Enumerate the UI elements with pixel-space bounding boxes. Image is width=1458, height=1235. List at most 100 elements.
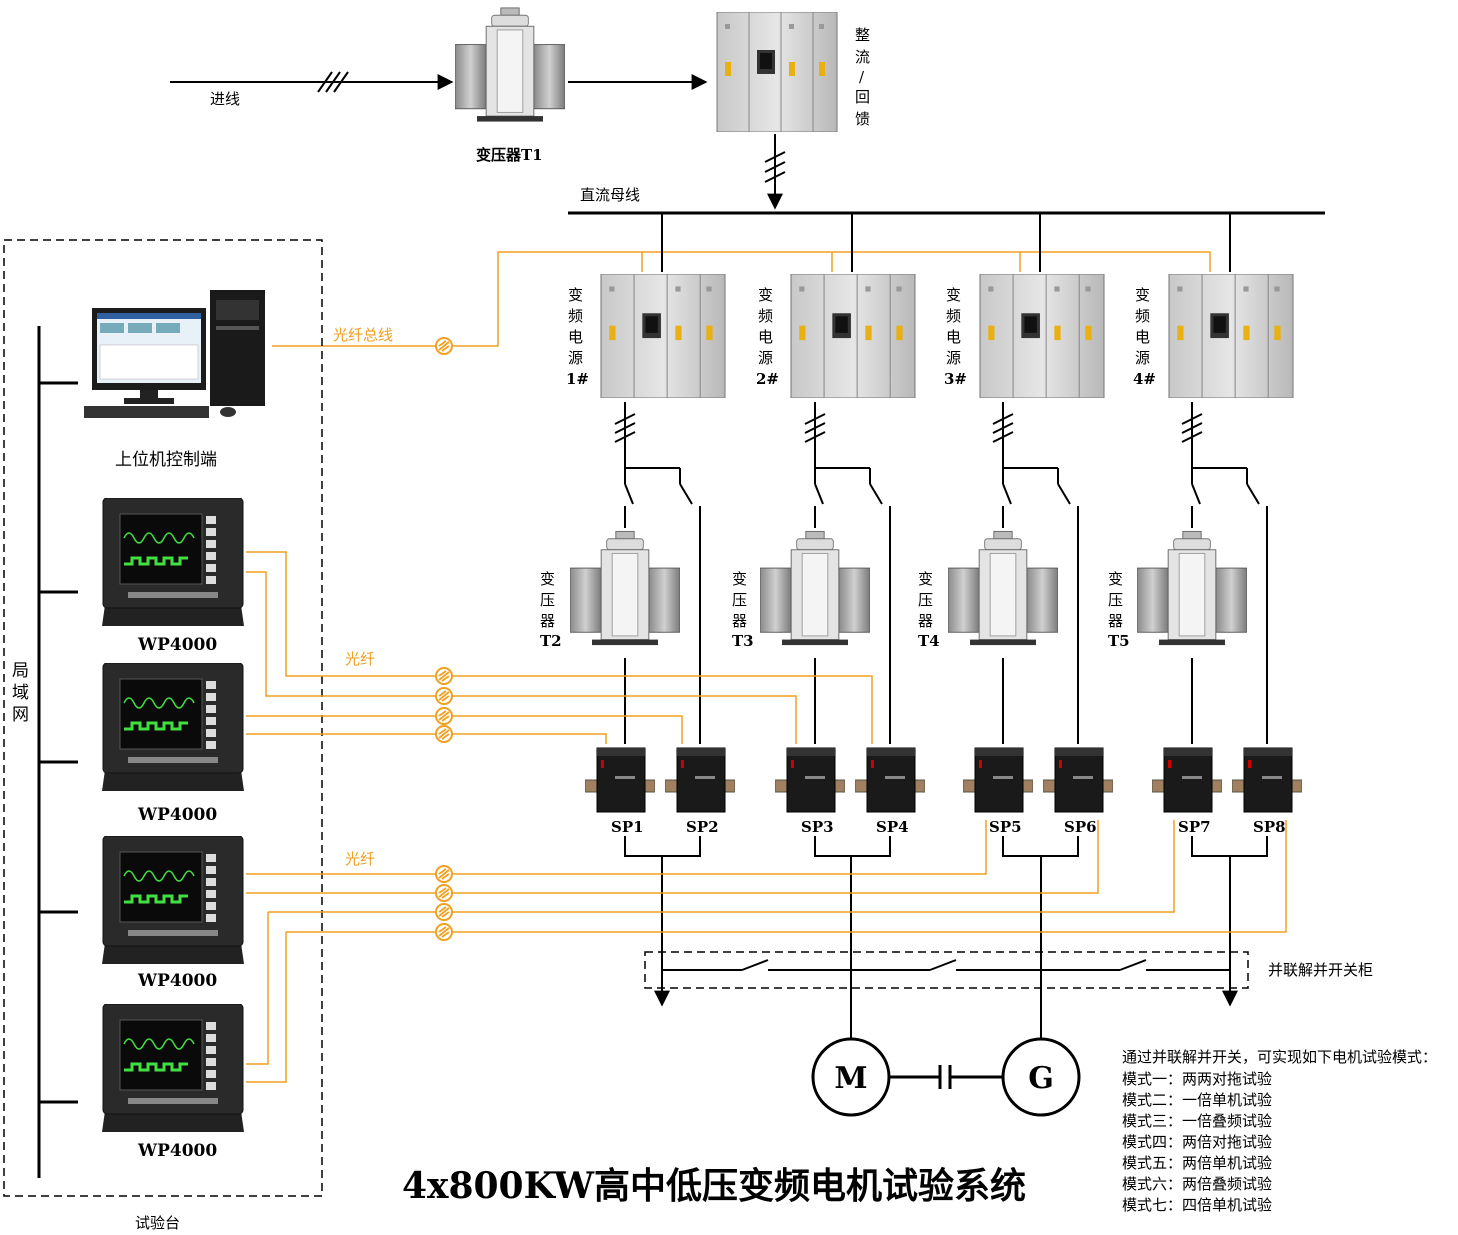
transformer-id: T3 [732,632,754,650]
analyzer-2-icon [100,663,246,793]
fiber-lines-upper [246,551,873,744]
svg-text:域: 域 [12,683,29,703]
fiber-connector-icon [435,687,453,705]
transformer-label-char: 器 [540,612,555,630]
sensor-label: SP8 [1253,818,1286,836]
incoming-label: 进线 [210,90,240,108]
switch-cabinet-outline [644,951,1249,989]
transformer-icon [760,530,870,646]
lan-label: 局 域 网 [12,661,29,725]
mode-item: 模式三：一倍叠频试验 [1122,1112,1272,1130]
inverter-label-char: 变 [1135,286,1150,304]
inverter-label-char: 电 [568,328,583,346]
three-phase-mark [317,71,349,93]
inverter-label-char: 频 [946,307,961,325]
analyzer-3-icon [100,836,246,966]
fiber-connector-icon [435,923,453,941]
switch-cabinet-label: 并联解并开关柜 [1268,961,1373,979]
fiber-bus-line [272,251,1211,347]
current-sensor-icon [585,747,655,813]
svg-text:回: 回 [855,88,870,106]
transformer-t1-label: 变压器T1 [476,146,543,164]
test-bench-outline [3,239,323,1197]
inverter-label-char: 变 [568,286,583,304]
inverter-label-char: 源 [568,349,583,367]
rectifier-cabinet-icon [716,12,838,132]
inverter-id: 2# [756,370,779,388]
inverter-cabinet-icon [979,274,1105,398]
inverter-label-char: 频 [568,307,583,325]
coupling [889,1065,1003,1089]
transformer-label-char: 器 [1108,612,1123,630]
svg-text:流: 流 [855,48,870,66]
transformer-label-char: 器 [918,612,933,630]
inverter-label-char: 变 [758,286,773,304]
diagram-title: 4x800KW高中低压变频电机试验系统 [402,1165,1026,1207]
mode-item: 模式六：两倍叠频试验 [1122,1175,1272,1193]
fiber-bus-label: 光纤总线 [333,326,393,344]
transformer-label-char: 压 [732,591,747,609]
host-pc-label: 上位机控制端 [115,450,217,470]
sensor-label: SP1 [611,818,644,836]
sensor-label: SP6 [1064,818,1097,836]
analyzer-2-label: WP4000 [137,805,217,825]
mode-item: 模式一：两两对拖试验 [1122,1070,1272,1088]
current-sensor-icon [963,747,1033,813]
inverter-cabinet-icon [600,274,726,398]
rectifier-label: 整 流 / 回 馈 [855,26,870,128]
inverter-label-char: 源 [946,349,961,367]
current-sensor-icon [1043,747,1113,813]
inverter-label-char: 源 [1135,349,1150,367]
svg-text:网: 网 [12,705,29,725]
current-sensor-icon [665,747,735,813]
mode-item: 模式二：一倍单机试验 [1122,1091,1272,1109]
fiber-connector-icon [435,903,453,921]
current-sensor-icon [1232,747,1302,813]
transformer-icon [948,530,1058,646]
sensor-label: SP7 [1178,818,1211,836]
dc-bus-label: 直流母线 [580,186,640,204]
inverter-label-char: 频 [758,307,773,325]
fiber-connector-icon [435,337,453,355]
fiber-connector-icon [435,865,453,883]
host-pc-icon [84,290,265,418]
fiber-label-lower: 光纤 [345,850,375,868]
fiber-connector-icon [435,707,453,725]
fiber-connector-icon [435,725,453,743]
transformer-t1-icon [455,7,565,123]
current-sensor-icon [775,747,845,813]
analyzer-4-label: WP4000 [137,1141,217,1161]
svg-text:/: / [859,68,865,86]
inverter-id: 4# [1133,370,1156,388]
transformer-label-char: 器 [732,612,747,630]
modes-list: 通过并联解并开关，可实现如下电机试验模式： 模式一：两两对拖试验 模式二：一倍单… [1122,1048,1437,1214]
fiber-lines-lower [246,820,1287,1083]
sensor-label: SP2 [686,818,719,836]
svg-text:局: 局 [12,661,29,681]
transformer-id: T2 [540,632,562,650]
transformer-label-char: 变 [1108,570,1123,588]
inverter-cabinet-icon [1168,274,1294,398]
mode-item: 模式七：四倍单机试验 [1122,1196,1272,1214]
inverter-label-char: 源 [758,349,773,367]
svg-text:馈: 馈 [855,110,870,128]
inverter-label-char: 变 [946,286,961,304]
inverter-cabinet-icon [790,274,916,398]
inverter-label-char: 电 [758,328,773,346]
mode-item: 模式四：两倍对拖试验 [1122,1133,1272,1151]
current-sensor-icon [1152,747,1222,813]
mode-item: 模式五：两倍单机试验 [1122,1154,1272,1172]
fiber-connector-icon [435,884,453,902]
transformer-label-char: 压 [918,591,933,609]
analyzer-1-icon [100,498,246,628]
transformer-label-char: 压 [1108,591,1123,609]
generator-label: G [1028,1061,1054,1096]
inverter-label-char: 频 [1135,307,1150,325]
inverter-label-char: 电 [946,328,961,346]
transformer-label-char: 变 [540,570,555,588]
